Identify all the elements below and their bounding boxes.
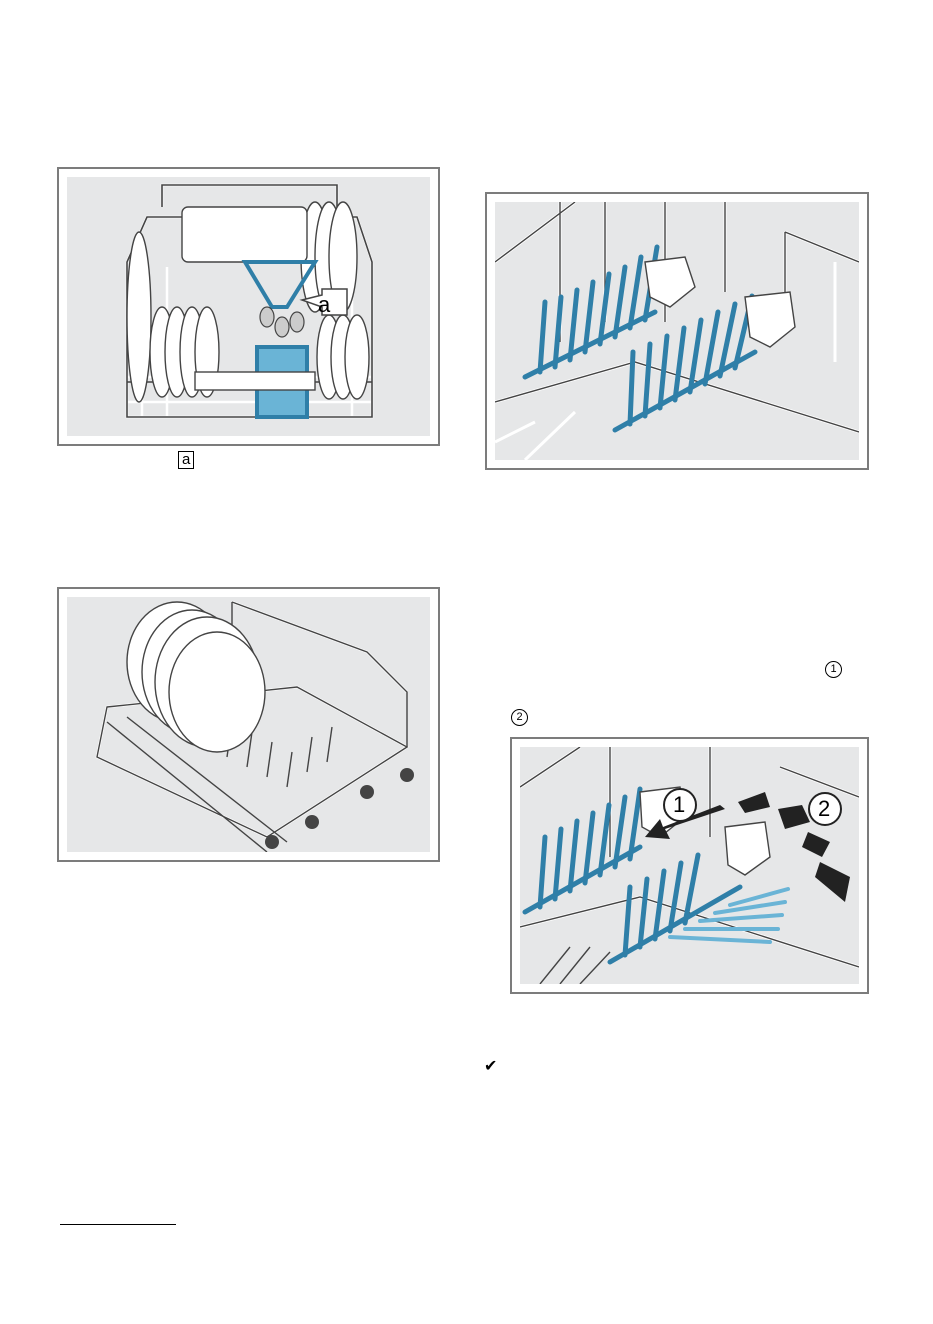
upper-rack-figure: a	[57, 167, 440, 446]
footnote-rule	[60, 1224, 176, 1225]
tines-upright-figure	[485, 192, 869, 470]
step-2-reference: 2	[511, 709, 528, 726]
arrow-step-2-label: 2	[818, 798, 830, 820]
tines-upright-illustration	[495, 202, 859, 460]
arrow-step-1-label: 1	[673, 794, 685, 816]
legend-a-label: a	[178, 451, 194, 469]
lower-rack-illustration	[67, 597, 430, 852]
step-1-reference: 1	[825, 661, 842, 678]
tines-fold-figure: 1 2	[510, 737, 869, 994]
upper-rack-illustration: a	[67, 177, 430, 436]
callout-a-label: a	[318, 294, 330, 316]
checkmark-icon: ✔	[484, 1056, 497, 1076]
tines-fold-illustration: 1 2	[520, 747, 859, 984]
lower-rack-figure	[57, 587, 440, 862]
